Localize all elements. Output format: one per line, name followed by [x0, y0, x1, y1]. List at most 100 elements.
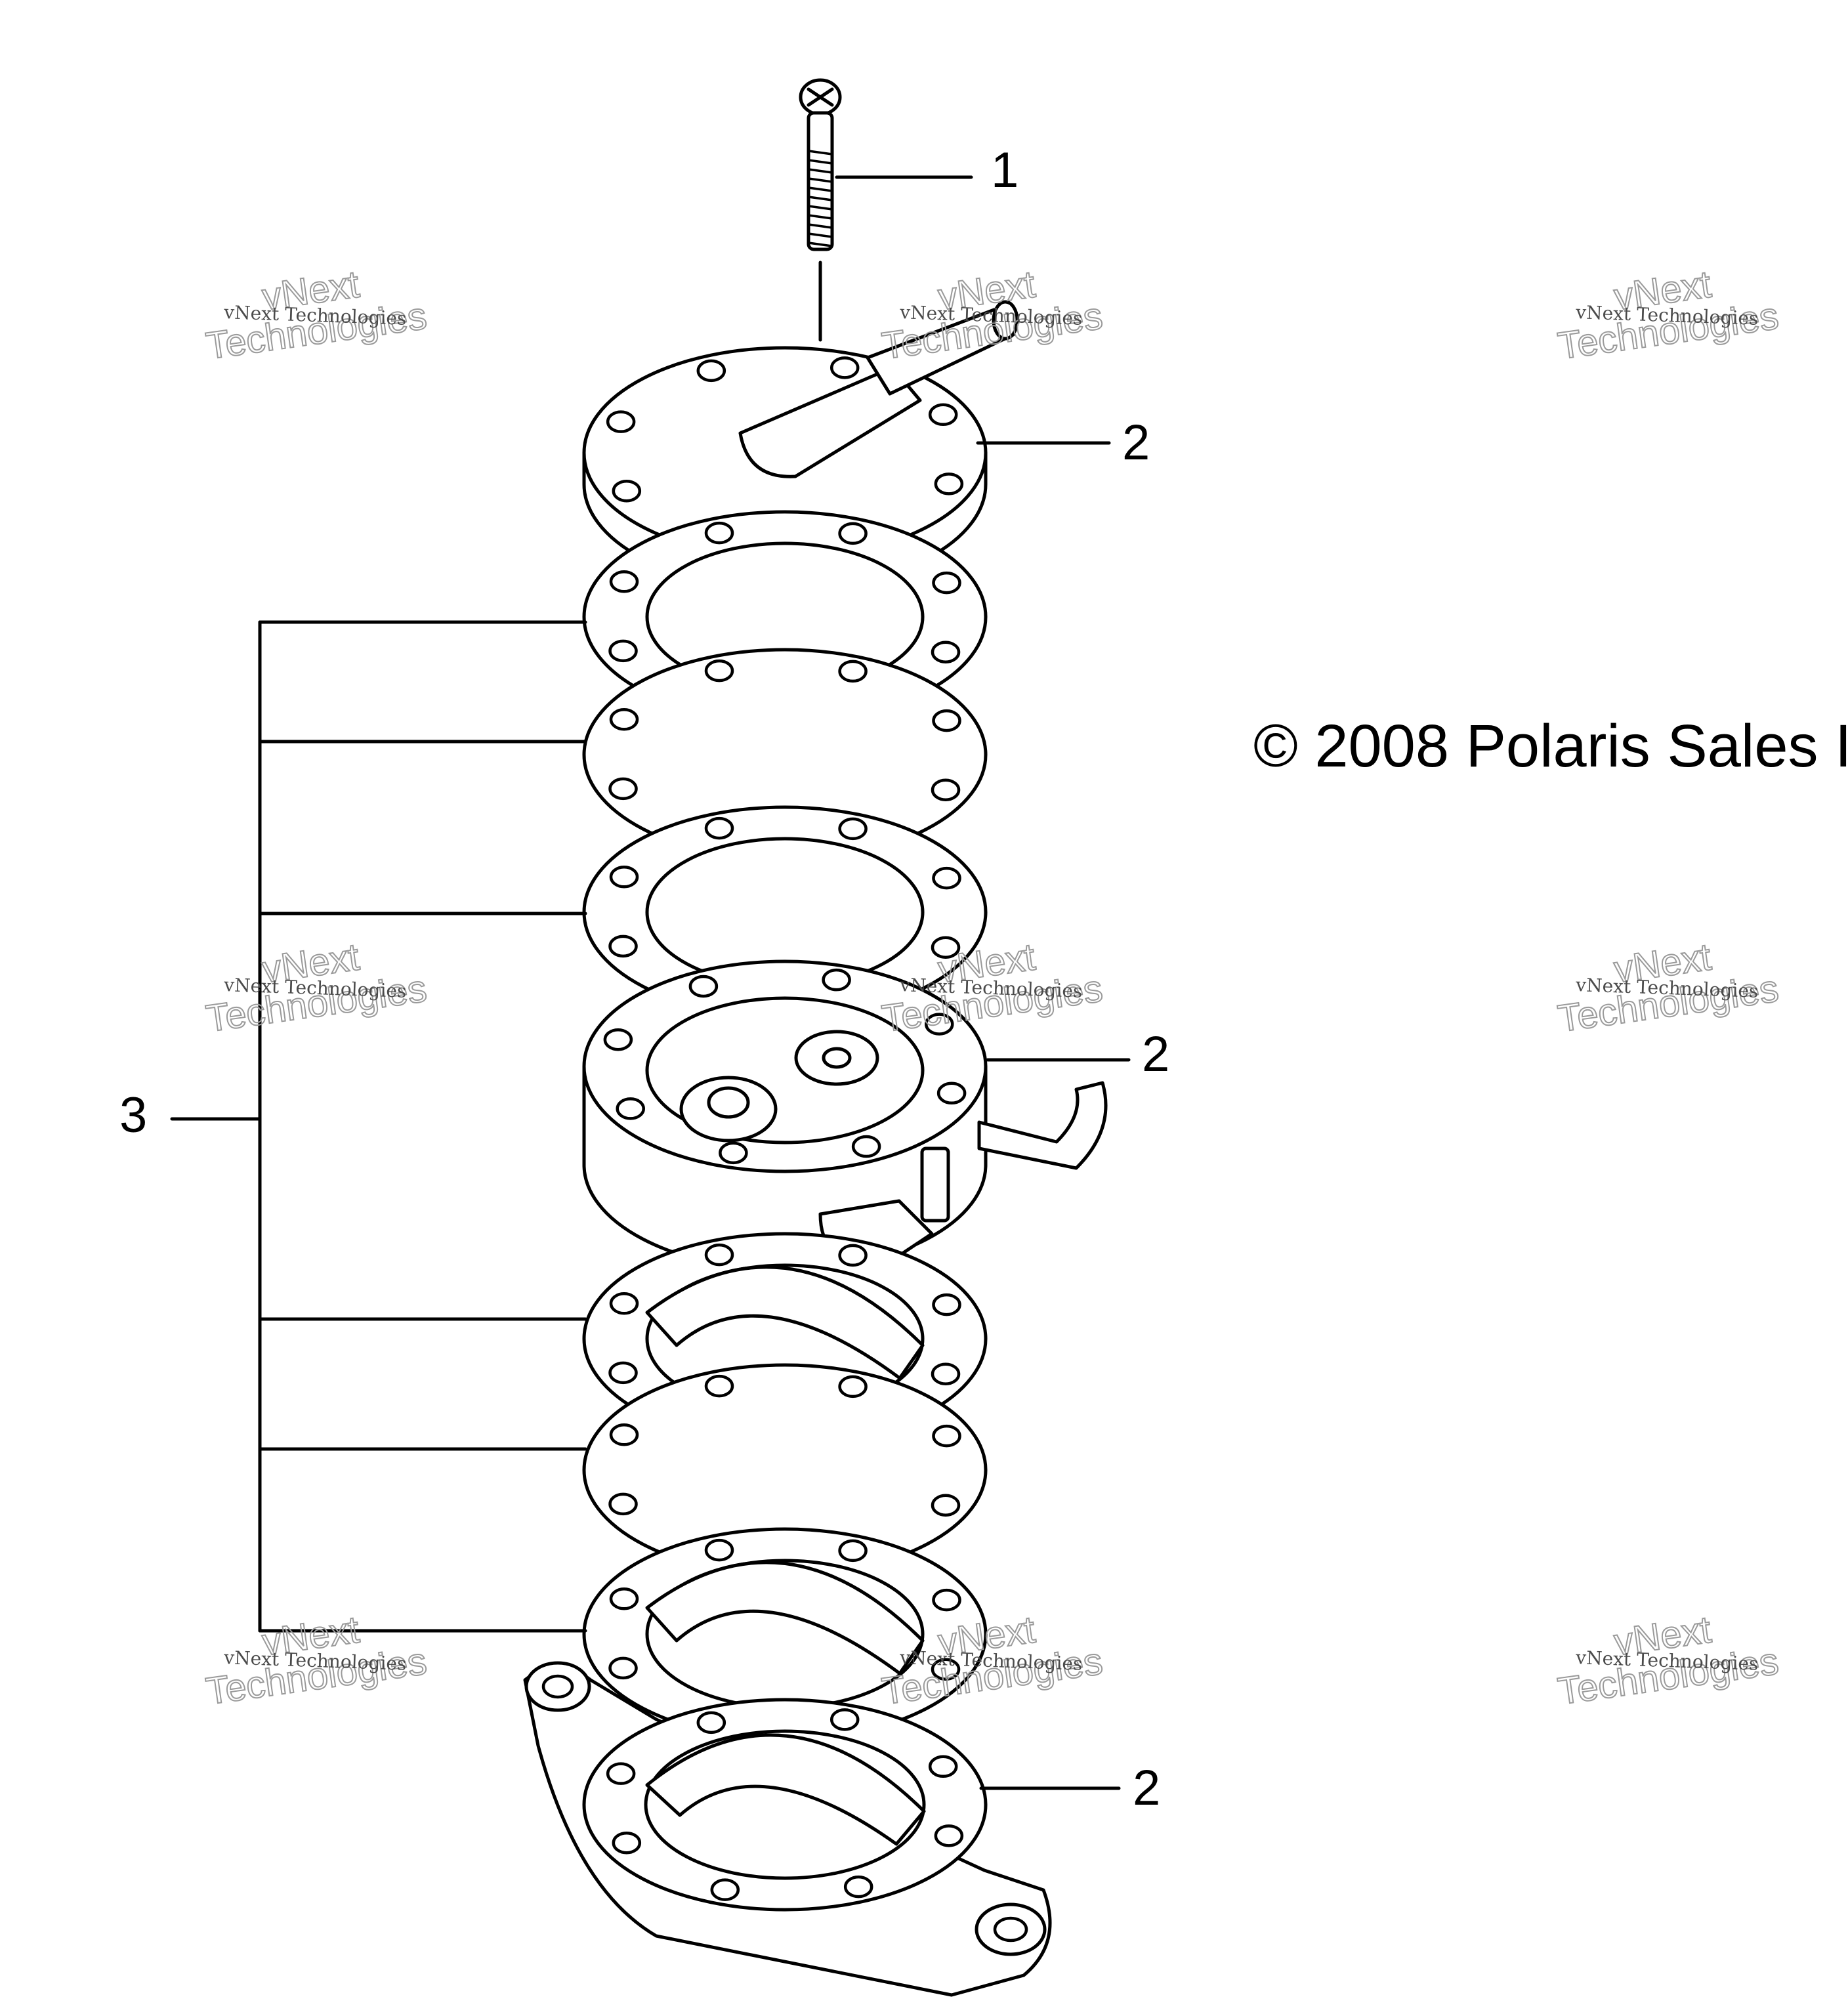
- bottom-cover-bolt-hole: [710, 1878, 740, 1901]
- pump-body-bolt-hole: [719, 1141, 748, 1165]
- bottom-cover-bolt-hole: [612, 1831, 642, 1855]
- top-cover-bolt-hole: [606, 410, 636, 433]
- lower-gasket-bolt-hole: [838, 1244, 868, 1267]
- upper-diaphragm-bolt-hole: [704, 659, 734, 682]
- leader-lines: [170, 175, 1131, 1790]
- lower-gasket-valve-flap: [645, 1265, 925, 1380]
- screw: [799, 78, 842, 342]
- bottom-cover-bolt-hole: [928, 1755, 958, 1778]
- valve-gasket-bolt-hole: [931, 1658, 961, 1681]
- bottom-cover-bolt-hole: [830, 1708, 860, 1731]
- screw-thread: [808, 196, 833, 201]
- bottom-cover: [523, 1661, 1052, 1997]
- lower-diaphragm-bolt-hole: [932, 1424, 961, 1448]
- lower-diaphragm-bolt-hole: [931, 1494, 961, 1517]
- valve-gasket-bolt-hole: [838, 1539, 868, 1563]
- middle-gasket-bolt-hole: [838, 817, 868, 841]
- lower-diaphragm: [582, 1363, 988, 1577]
- pump-body-bolt-hole: [688, 975, 719, 998]
- top-cover-bolt-hole: [696, 359, 726, 383]
- top-cover-bolt-hole: [830, 356, 860, 379]
- callout-2-middle-label: 2: [1142, 1026, 1169, 1082]
- lower-diaphragm-bolt-hole: [609, 1423, 639, 1446]
- screw-thread: [808, 242, 833, 247]
- lower-gasket-bolt-hole: [932, 1293, 961, 1316]
- mount-hole-right: [993, 1916, 1028, 1942]
- screw-thread: [808, 177, 833, 183]
- upper-gasket-bolt-hole: [838, 522, 868, 545]
- valve-gasket-bolt-hole: [608, 1656, 638, 1680]
- lower-diaphragm-bolt-hole: [838, 1375, 868, 1398]
- pump-body-bolt-hole: [936, 1082, 967, 1105]
- mount-hole-left: [541, 1674, 574, 1699]
- screw-thread: [808, 232, 833, 238]
- screw-thread: [808, 159, 833, 165]
- pump-body-bolt-hole: [851, 1135, 881, 1158]
- screw-thread: [808, 186, 833, 192]
- upper-diaphragm-bolt-hole: [609, 708, 639, 731]
- upper-diaphragm-bolt-hole: [838, 660, 868, 683]
- lower-gasket-bolt-hole: [931, 1362, 961, 1385]
- callout-2-top-label: 2: [1122, 415, 1150, 471]
- upper-diaphragm-bolt-hole: [931, 778, 961, 801]
- lower-diaphragm-bolt-hole: [608, 1492, 638, 1516]
- pump-body-bolt-hole: [925, 1013, 954, 1036]
- diagram-artwork: [523, 78, 1108, 1997]
- callout-3-label: 3: [119, 1087, 147, 1143]
- copyright-notice: © 2008 Polaris Sales Inc: [1253, 713, 1848, 780]
- upper-gasket-bolt-hole: [608, 639, 638, 663]
- lower-gasket-bolt-hole: [609, 1292, 639, 1315]
- top-cover-bolt-hole: [612, 479, 642, 503]
- bottom-cover-bolt-hole: [843, 1875, 873, 1899]
- pump-body: [582, 959, 1108, 1272]
- lower-gasket-bolt-hole: [704, 1243, 734, 1267]
- valve-gasket-bolt-hole: [704, 1538, 734, 1562]
- pump-body-bolt-hole: [616, 1097, 645, 1120]
- check-valve-left-center: [707, 1086, 750, 1119]
- bottom-cover-bolt-hole: [934, 1824, 964, 1847]
- middle-gasket-bolt-hole: [931, 936, 961, 959]
- inlet-nozzle-tip: [992, 300, 1019, 341]
- lower-gasket-bolt-hole: [608, 1361, 638, 1385]
- valve-gasket-bolt-hole: [932, 1588, 961, 1612]
- upper-gasket-bolt-hole: [931, 640, 961, 663]
- upper-diaphragm-bolt-hole: [608, 777, 638, 801]
- bottom-cover-valve-seat: [645, 1733, 926, 1846]
- screw-thread: [808, 223, 833, 229]
- valve-gasket-bolt-hole: [609, 1587, 639, 1610]
- body-clip: [920, 1146, 950, 1223]
- middle-gasket-bolt-hole: [609, 866, 639, 889]
- lower-diaphragm-bolt-hole: [704, 1374, 734, 1398]
- bottom-cover-bolt-hole: [606, 1762, 636, 1785]
- screw-thread: [808, 168, 833, 174]
- screw-thread: [808, 214, 833, 220]
- callout-1-label: 1: [991, 142, 1018, 198]
- top-cover-bolt-hole: [934, 472, 964, 495]
- upper-gasket-bolt-hole: [609, 570, 639, 593]
- middle-gasket-bolt-hole: [932, 866, 961, 890]
- valve-gasket-valve-flap: [645, 1561, 925, 1675]
- screw-thread: [808, 205, 833, 211]
- bottom-cover-bolt-hole: [696, 1711, 726, 1734]
- middle-gasket-bolt-hole: [704, 816, 734, 840]
- pump-body-bolt-hole: [822, 968, 851, 992]
- screw-head-slot: [807, 87, 834, 107]
- callout-2-bottom-label: 2: [1133, 1760, 1160, 1816]
- valve-gasket: [582, 1527, 988, 1741]
- middle-gasket-bolt-hole: [608, 934, 638, 958]
- upper-gasket-bolt-hole: [704, 521, 734, 545]
- inlet-nozzle-body: [738, 366, 922, 478]
- screw-thread: [808, 150, 833, 156]
- outlet-fitting: [977, 1081, 1108, 1170]
- upper-diaphragm-bolt-hole: [932, 709, 961, 732]
- check-valve-right-center: [822, 1047, 852, 1069]
